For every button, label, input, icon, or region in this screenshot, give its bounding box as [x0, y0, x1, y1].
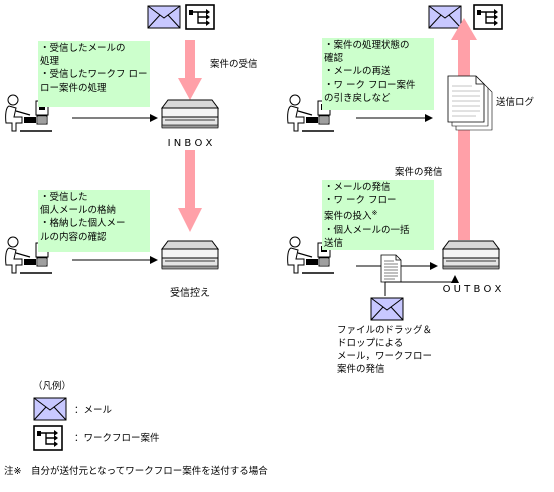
legend-workflow-label: ：ワークフロー案件: [74, 432, 160, 444]
case-receive-label: 案件の受信: [210, 58, 258, 70]
document-icon: [380, 254, 402, 283]
mail-icon: [147, 5, 181, 29]
document-icon: [447, 75, 493, 131]
inbox-label: I N B O X: [168, 138, 213, 149]
legend-mail-label: ：メール: [74, 405, 113, 416]
storage-label: 受信控え: [170, 286, 210, 299]
inbox-tray-icon: [161, 99, 219, 129]
receive-arrow: [178, 40, 202, 100]
store-arrow: [178, 150, 202, 232]
storage-note: ・受信した 個人メールの格納 ・格納した個人メー ルの内容の確認: [38, 190, 150, 252]
mail-icon: [33, 397, 67, 421]
sendlog-note: ・案件の処理状態の 確認 ・メールの再送 ・ワ ーク フロー案件 の引き戻しなど: [322, 38, 434, 110]
workflow-icon: [473, 4, 503, 30]
inbox-note: ・受信したメールの 処理 ・受信したワークフ ロー ロー案件の処理: [38, 41, 150, 107]
send-log-label: 送信ログ: [496, 96, 535, 108]
footnote: 注※ 自分が送付元となってワークフロー案件を送付する場合: [4, 465, 268, 477]
workflow-icon: [185, 4, 215, 30]
legend-title: （凡例）: [33, 380, 71, 392]
note-mark: ※: [371, 209, 378, 218]
mail-icon: [428, 5, 462, 29]
flow-arrow: [384, 275, 459, 296]
outbox-label: O U T B O X: [443, 284, 502, 295]
workflow-icon: [33, 425, 63, 451]
outbox-tray-icon: [442, 240, 500, 270]
mail-icon: [370, 297, 404, 321]
drag-drop-caption: ファイルのドラッグ＆ ドロップによる メール，ワークフロー 案件の発信: [337, 325, 433, 375]
receipt-storage-icon: [161, 240, 219, 270]
outbox-note: ・メールの発信 ・ワ ーク フロー 案件の投入※ ・個人メールの一括 送信: [322, 180, 434, 250]
case-send-label: 案件の発信: [395, 166, 443, 178]
